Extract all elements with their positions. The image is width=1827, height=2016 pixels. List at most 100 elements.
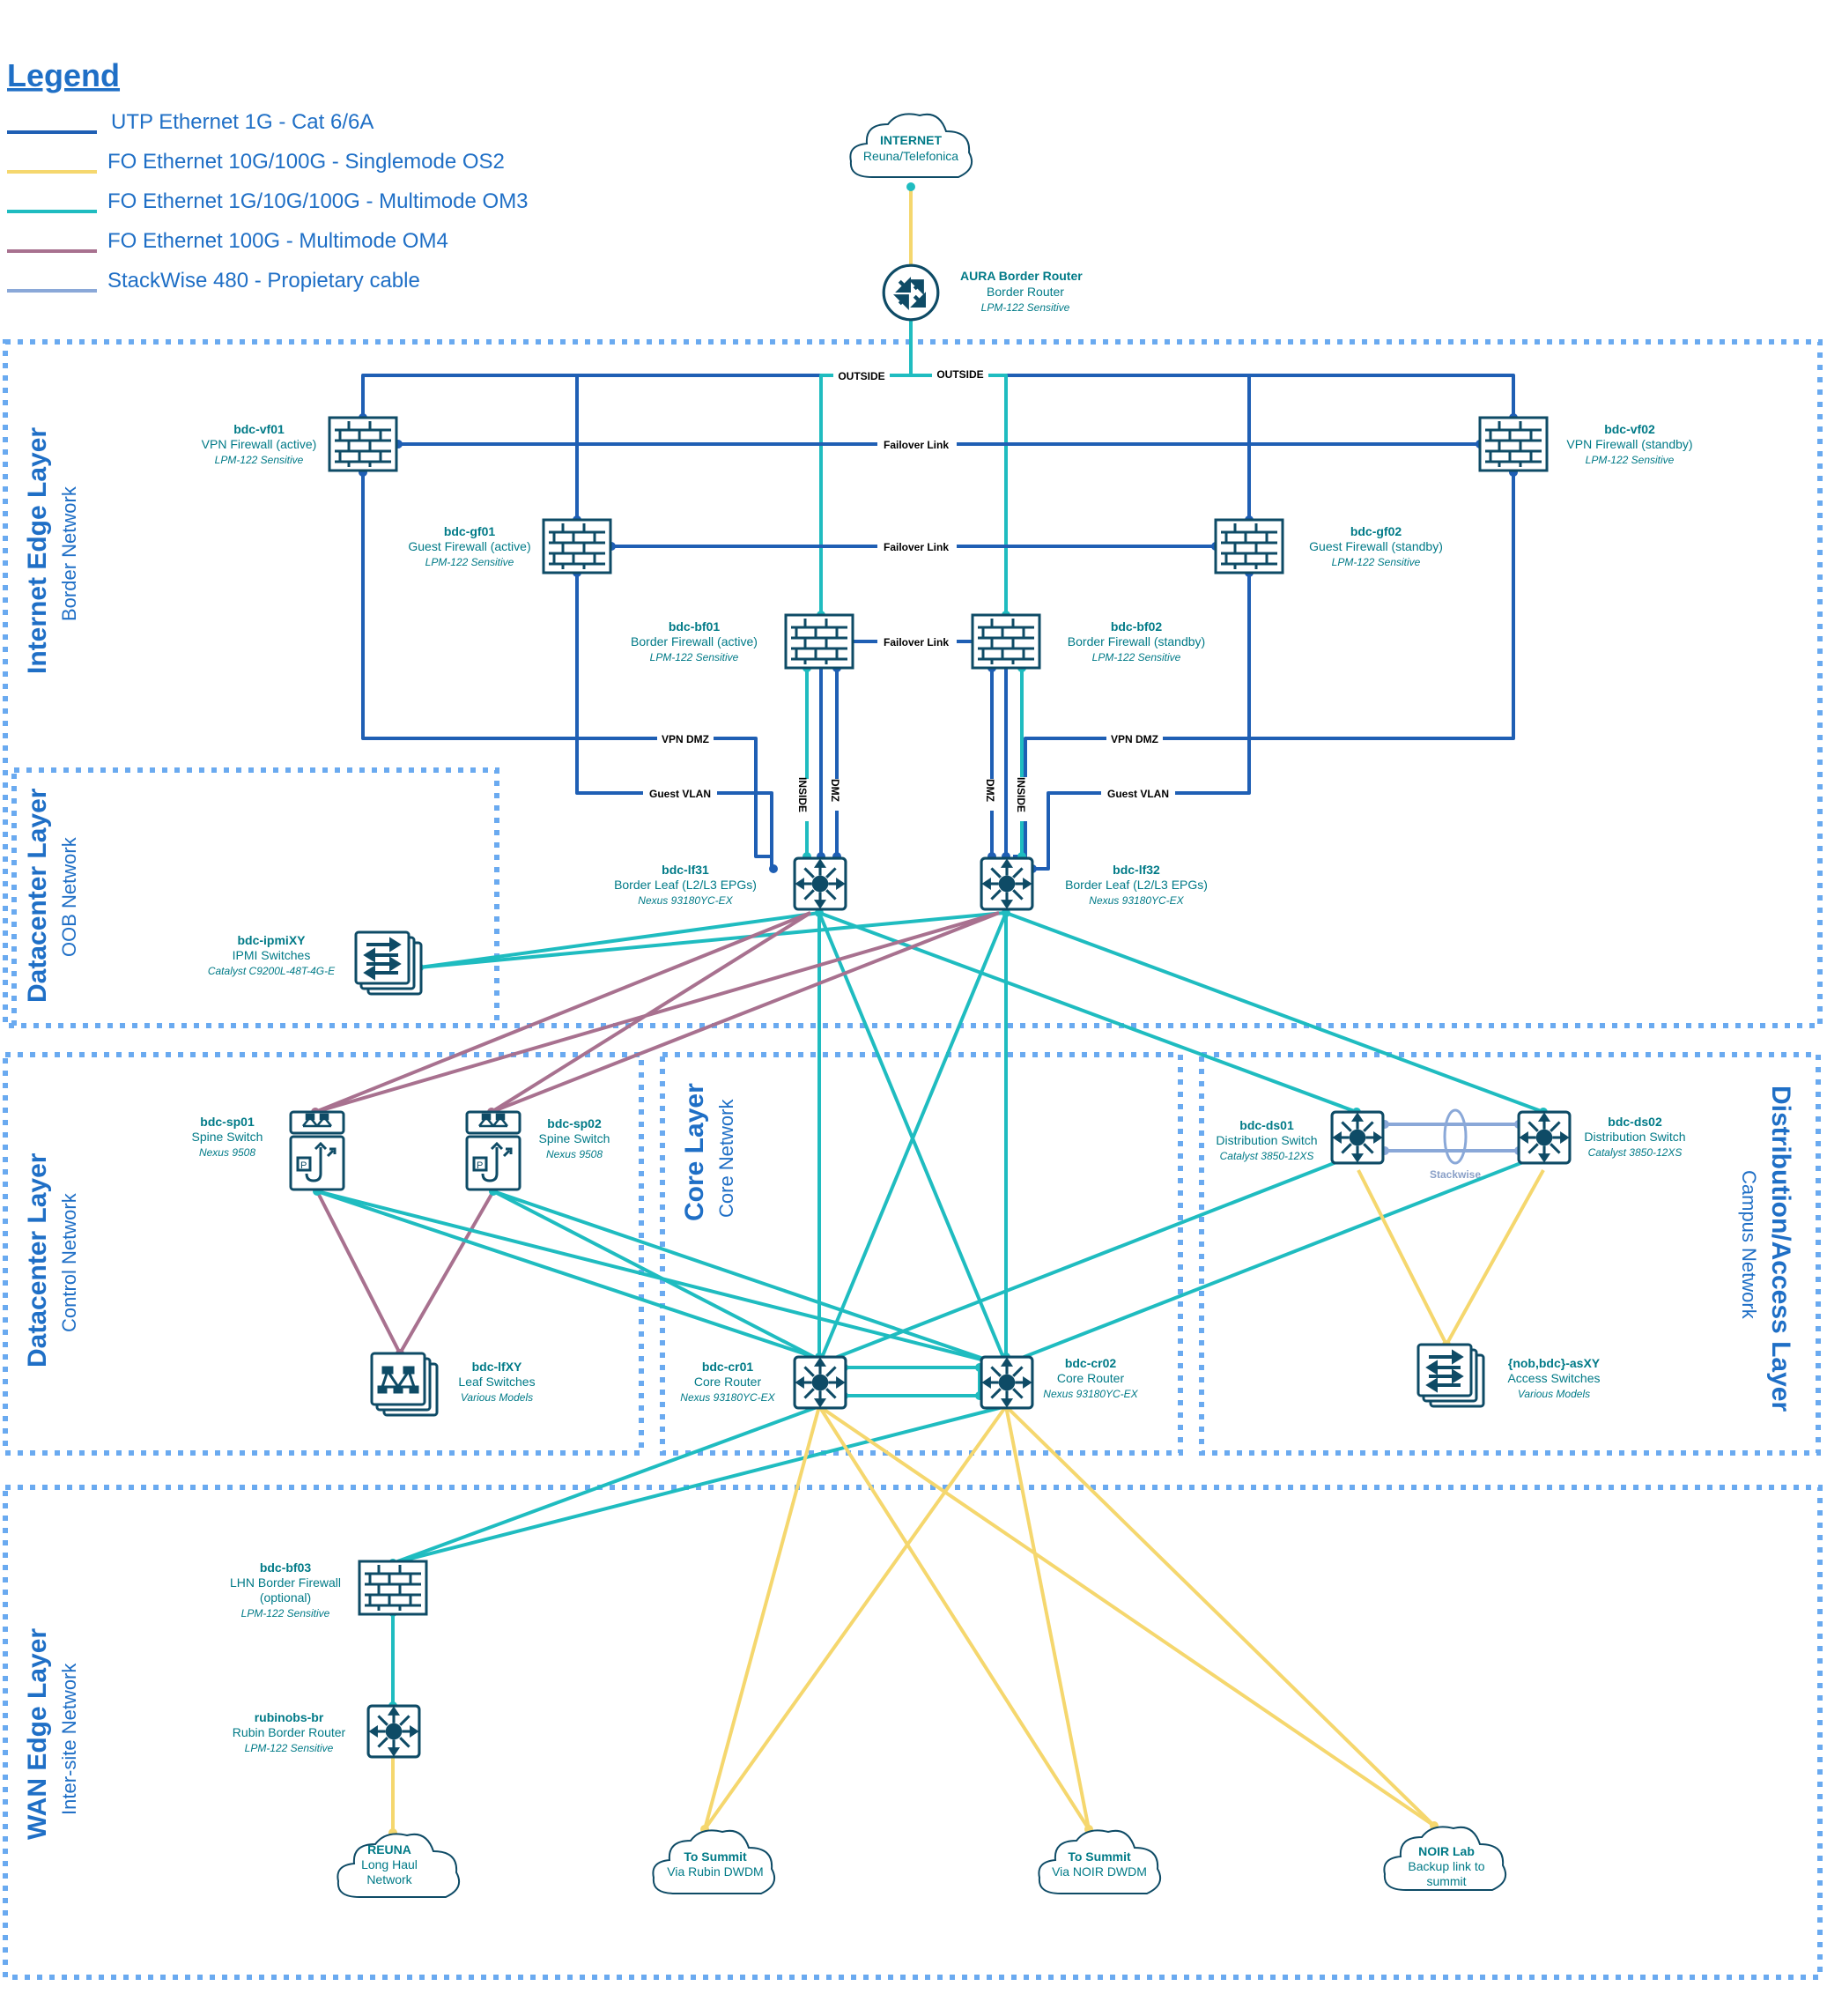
layer-subtitle-dc-oob: OOB Network	[58, 836, 80, 957]
frame-dc-oob	[11, 767, 499, 1028]
layer-title-core: Core Layer	[680, 1083, 709, 1221]
device-bdc-sp02[interactable]: bdc-sp02 Spine Switch Nexus 9508	[465, 1110, 610, 1191]
asxy-role: Access Switches	[1507, 1371, 1600, 1385]
sp01-role: Spine Switch	[192, 1130, 263, 1144]
device-bdc-lf32[interactable]: bdc-lf32 Border Leaf (L2/L3 EPGs) Nexus …	[980, 856, 1208, 911]
frame-distribution	[1199, 1052, 1821, 1456]
gf02-model: LPM-122 Sensitive	[1332, 556, 1421, 568]
link-cr02-bf03	[392, 1405, 1007, 1565]
layer-subtitle-dc-control: Control Network	[58, 1192, 80, 1332]
ipmi-name: bdc-ipmiXY	[237, 933, 306, 947]
cloud-reuna-line1: Long Haul	[361, 1857, 418, 1871]
switch-stack-icon	[1416, 1343, 1485, 1408]
lfxy-model: Various Models	[461, 1391, 533, 1404]
legend-label-utp: UTP Ethernet 1G - Cat 6/6A	[111, 110, 374, 134]
asxy-name: {nob,bdc}-asXY	[1508, 1356, 1601, 1370]
layer-frames	[3, 339, 1823, 1980]
cr01-role: Core Router	[694, 1375, 762, 1389]
l3-switch-icon	[980, 856, 1034, 911]
sp02-model: Nexus 9508	[546, 1148, 603, 1160]
device-bdc-vf01[interactable]: bdc-vf01 VPN Firewall (active) LPM-122 S…	[202, 416, 398, 472]
link-cr01-bf03	[392, 1405, 820, 1565]
device-rubinobs-br[interactable]: rubinobs-br Rubin Border Router LPM-122 …	[233, 1704, 421, 1759]
device-bdc-ds02[interactable]: bdc-ds02 Distribution Switch Catalyst 38…	[1517, 1110, 1686, 1165]
device-bdc-bf03[interactable]: bdc-bf03 LHN Border Firewall (optional) …	[230, 1560, 428, 1619]
legend-label-om4: FO Ethernet 100G - Multimode OM4	[107, 229, 448, 253]
device-bdc-cr02[interactable]: bdc-cr02 Core Router Nexus 93180YC-EX	[980, 1355, 1139, 1410]
cloud-summit-rubin-line1: Via Rubin DWDM	[667, 1864, 763, 1879]
cr02-name: bdc-cr02	[1065, 1356, 1117, 1370]
layer-titles: Internet Edge Layer Border Network Datac…	[23, 427, 1795, 1840]
vf01-role: VPN Firewall (active)	[202, 437, 317, 451]
switch-stack-icon	[354, 930, 423, 996]
stackwise-bundle	[1443, 1108, 1468, 1165]
device-bdc-cr01[interactable]: bdc-cr01 Core Router Nexus 93180YC-EX	[680, 1355, 847, 1410]
link-lf32-sp02	[491, 911, 1000, 1114]
lf32-name: bdc-lf32	[1113, 863, 1160, 877]
ds02-model: Catalyst 3850-12XS	[1588, 1146, 1683, 1159]
legend-label-sm: FO Ethernet 10G/100G - Singlemode OS2	[107, 150, 505, 174]
device-bdc-ipmixy[interactable]: bdc-ipmiXY IPMI Switches Catalyst C9200L…	[208, 930, 423, 996]
device-bdc-gf01[interactable]: bdc-gf01 Guest Firewall (active) LPM-122…	[408, 518, 612, 574]
cloud-summit-rubin-title: To Summit	[684, 1849, 747, 1864]
link-cr01-summit-noir	[817, 1405, 1091, 1831]
bf02-model: LPM-122 Sensitive	[1092, 651, 1181, 663]
layer-title-wan: WAN Edge Layer	[23, 1628, 52, 1840]
layer-title-internet-edge: Internet Edge Layer	[23, 427, 52, 674]
device-bdc-ds01[interactable]: bdc-ds01 Distribution Switch Catalyst 38…	[1216, 1110, 1385, 1165]
frame-internet-edge	[3, 339, 1823, 1028]
l3-switch-icon	[1517, 1110, 1572, 1165]
bf01-name: bdc-bf01	[669, 619, 721, 634]
label-failover-gf: Failover Link	[884, 541, 949, 553]
device-bdc-sp01[interactable]: bdc-sp01 Spine Switch Nexus 9508	[192, 1110, 345, 1191]
device-bdc-vf02[interactable]: bdc-vf02 VPN Firewall (standby) LPM-122 …	[1478, 416, 1693, 472]
bf03-role: LHN Border Firewall	[230, 1575, 341, 1590]
rubinobs-name: rubinobs-br	[255, 1710, 324, 1724]
rubinobs-role: Rubin Border Router	[233, 1725, 346, 1739]
gf01-role: Guest Firewall (active)	[408, 539, 530, 553]
l3-switch-icon	[980, 1355, 1034, 1410]
lf32-model: Nexus 93180YC-EX	[1089, 894, 1184, 907]
ipmi-model: Catalyst C9200L-48T-4G-E	[208, 965, 336, 977]
layer-subtitle-wan: Inter-site Network	[58, 1663, 80, 1815]
aura-role: Border Router	[987, 285, 1064, 299]
legend-title: Legend	[7, 57, 120, 93]
link-lf31-ds01	[818, 911, 1357, 1114]
sp02-name: bdc-sp02	[547, 1116, 602, 1130]
link-cr02-summit-rubin	[703, 1405, 1008, 1831]
cr01-name: bdc-cr01	[702, 1360, 754, 1374]
cloud-noir-lab-title: NOIR Lab	[1418, 1844, 1475, 1858]
vf02-name: bdc-vf02	[1604, 422, 1655, 436]
device-bdc-lf31[interactable]: bdc-lf31 Border Leaf (L2/L3 EPGs) Nexus …	[614, 856, 847, 911]
device-bdc-gf02[interactable]: bdc-gf02 Guest Firewall (standby) LPM-12…	[1214, 518, 1443, 574]
firewall-icon	[1478, 416, 1549, 472]
label-guest-vlan-right: Guest VLAN	[1107, 788, 1169, 800]
device-asxy[interactable]: {nob,bdc}-asXY Access Switches Various M…	[1416, 1343, 1601, 1408]
router-icon	[884, 265, 938, 320]
label-guest-vlan-left: Guest VLAN	[649, 788, 711, 800]
label-vpn-dmz-right: VPN DMZ	[1111, 733, 1158, 745]
cloud-internet-line1: Reuna/Telefonica	[863, 149, 958, 163]
gf01-name: bdc-gf01	[444, 524, 496, 538]
label-outside-right: OUTSIDE	[936, 368, 983, 381]
layer-subtitle-distribution: Campus Network	[1738, 1170, 1760, 1320]
device-bdc-bf02[interactable]: bdc-bf02 Border Firewall (standby) LPM-1…	[971, 613, 1205, 670]
cloud-internet-title: INTERNET	[880, 133, 942, 147]
asxy-model: Various Models	[1518, 1388, 1590, 1400]
rubinobs-model: LPM-122 Sensitive	[245, 1742, 334, 1754]
device-bdc-lfxy[interactable]: bdc-lfXY Leaf Switches Various Models	[370, 1352, 536, 1417]
link-outside-bf01	[819, 374, 911, 613]
cloud-noir-lab-line1: Backup link to	[1408, 1859, 1484, 1873]
gf02-role: Guest Firewall (standby)	[1309, 539, 1443, 553]
vf02-model: LPM-122 Sensitive	[1586, 454, 1675, 466]
label-dmz-left: DMZ	[829, 779, 841, 802]
l3-switch-icon	[366, 1704, 421, 1759]
device-aura-border-router[interactable]: AURA Border Router Border Router LPM-122…	[884, 265, 1083, 320]
label-failover-bf: Failover Link	[884, 636, 949, 649]
link-sp02-cr02	[492, 1190, 1000, 1366]
device-bdc-bf01[interactable]: bdc-bf01 Border Firewall (active) LPM-12…	[631, 613, 854, 670]
cloud-summit-rubin: To Summit Via Rubin DWDM	[652, 1829, 776, 1895]
l3-switch-icon	[793, 1355, 847, 1410]
gf02-name: bdc-gf02	[1350, 524, 1402, 538]
lf31-name: bdc-lf31	[662, 863, 709, 877]
